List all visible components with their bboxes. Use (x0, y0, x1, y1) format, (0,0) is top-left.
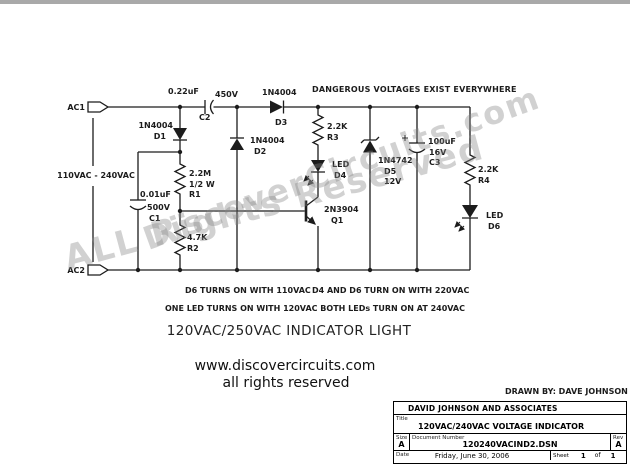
diode-d1: 1N4004 D1 (138, 107, 187, 152)
r2-ref-label: R2 (187, 244, 199, 253)
date-label: Date (396, 451, 410, 458)
title-block: DAVID JOHNSON AND ASSOCIATES Title 120VA… (393, 401, 627, 464)
resistor-r4: 2.2K R4 (463, 107, 499, 205)
drawn-by-text: DRAWN BY: DAVE JOHNSON (505, 387, 628, 396)
c3-plus-polarity-mark (402, 135, 408, 141)
d1-part-label: 1N4004 (138, 121, 173, 130)
d3-part-label: 1N4004 (262, 88, 297, 97)
q1-ref-label: Q1 (331, 216, 344, 225)
note-d6-on: D6 TURNS ON WITH 110VAC (185, 286, 311, 295)
c3-voltage-label: 16V (429, 148, 447, 157)
voltage-range-label: 110VAC - 240VAC (57, 171, 135, 180)
junction-dots (135, 104, 420, 273)
sheet-cell: Sheet 1 of 1 (551, 451, 626, 460)
title-block-date-row: Date Friday, June 30, 2006 Sheet 1 of 1 (394, 451, 626, 460)
diode-d3: 1N4004 D3 (262, 88, 297, 127)
r2-value-label: 4.7K (187, 233, 208, 242)
c1-voltage-label: 500V (147, 203, 171, 212)
diode-d2: 1N4004 D2 (230, 107, 285, 270)
led-d4: LED D4 (303, 160, 350, 197)
title-label: Title (396, 415, 408, 422)
transistor-q1: 2N3904 Q1 (180, 196, 359, 270)
r4-ref-label: R4 (478, 176, 490, 185)
d6-part-label: LED (486, 211, 504, 220)
r1-power-label: 1/2 W (189, 180, 215, 189)
rights-text: all rights reserved (223, 375, 350, 391)
document-number-value: 120240VACIND2.DSN (462, 440, 558, 449)
website-text: www.discovercircuits.com (195, 358, 376, 374)
resistor-r2: 4.7K R2 (173, 211, 208, 270)
ac2-label: AC2 (67, 266, 85, 275)
r3-ref-label: R3 (327, 133, 339, 142)
d5-ref-label: D5 (384, 167, 397, 176)
title-block-company: DAVID JOHNSON AND ASSOCIATES (394, 402, 626, 415)
window-top-bar (0, 0, 630, 4)
date-value: Friday, June 30, 2006 (434, 451, 510, 460)
rev-label: Rev (613, 434, 624, 441)
schematic-title: 120VAC/250VAC INDICATOR LIGHT (167, 323, 412, 339)
d4-part-label: LED (332, 160, 350, 169)
led-d6: LED D6 (454, 205, 504, 270)
r1-value-label: 2.2M (189, 169, 211, 178)
q1-part-label: 2N3904 (324, 205, 359, 214)
note-summary: ONE LED TURNS ON WITH 120VAC BOTH LEDs T… (165, 304, 465, 313)
sheet-number: 1 (580, 451, 586, 460)
c3-ref-label: C3 (429, 158, 440, 167)
d3-ref-label: D3 (275, 118, 287, 127)
c2-ref-label: C2 (199, 113, 210, 122)
rev-value: A (615, 440, 622, 449)
document-number-cell: Document Number 120240VACIND2.DSN (410, 434, 611, 450)
r3-value-label: 2.2K (327, 122, 348, 131)
c2-voltage-label: 450V (215, 90, 239, 99)
size-label: Size (396, 434, 408, 441)
r4-value-label: 2.2K (478, 165, 499, 174)
d5-voltage-label: 12V (384, 177, 402, 186)
document-number-label: Document Number (412, 434, 465, 441)
ac1-label: AC1 (67, 103, 85, 112)
ac1-terminal: AC1 (67, 101, 110, 113)
ac2-terminal: AC2 (67, 264, 110, 276)
date-cell: Date Friday, June 30, 2006 (394, 451, 551, 460)
sheet-total: 1 (610, 451, 616, 460)
d1-ref-label: D1 (154, 132, 167, 141)
wires (92, 106, 470, 271)
capacitor-c3: 100uF 16V C3 (402, 107, 456, 270)
c1-value-label: 0.01uF (140, 190, 171, 199)
d2-ref-label: D2 (254, 147, 266, 156)
title-block-doc-row: Size A Document Number 120240VACIND2.DSN… (394, 434, 626, 451)
size-cell: Size A (394, 434, 410, 450)
c3-value-label: 100uF (428, 137, 456, 146)
note-d4-d6-on: D4 AND D6 TURN ON WITH 220VAC (312, 286, 469, 295)
capacitor-c1: 0.01uF 500V C1 (129, 151, 180, 270)
c1-ref-label: C1 (149, 214, 161, 223)
title-block-title-row: Title 120VAC/240VAC VOLTAGE INDICATOR (394, 415, 626, 434)
resistor-r3: 2.2K R3 (311, 107, 348, 160)
d4-ref-label: D4 (334, 171, 347, 180)
title-block-title: 120VAC/240VAC VOLTAGE INDICATOR (418, 422, 585, 431)
r1-ref-label: R1 (189, 190, 201, 199)
size-value: A (398, 440, 405, 449)
resistor-r1: 2.2M 1/2 W R1 (173, 152, 215, 211)
zener-d5: 1N4742 D5 12V (360, 107, 413, 270)
d5-part-label: 1N4742 (378, 156, 413, 165)
sheet-label: Sheet (553, 452, 569, 459)
d6-ref-label: D6 (488, 222, 501, 231)
sheet-of-label: of (594, 452, 601, 459)
c2-value-label: 0.22uF (168, 87, 199, 96)
d2-part-label: 1N4004 (250, 136, 285, 145)
rev-cell: Rev A (611, 434, 626, 450)
warning-text: DANGEROUS VOLTAGES EXIST EVERYWHERE (312, 85, 517, 94)
capacitor-c2: 0.22uF 450V C2 (168, 87, 239, 122)
